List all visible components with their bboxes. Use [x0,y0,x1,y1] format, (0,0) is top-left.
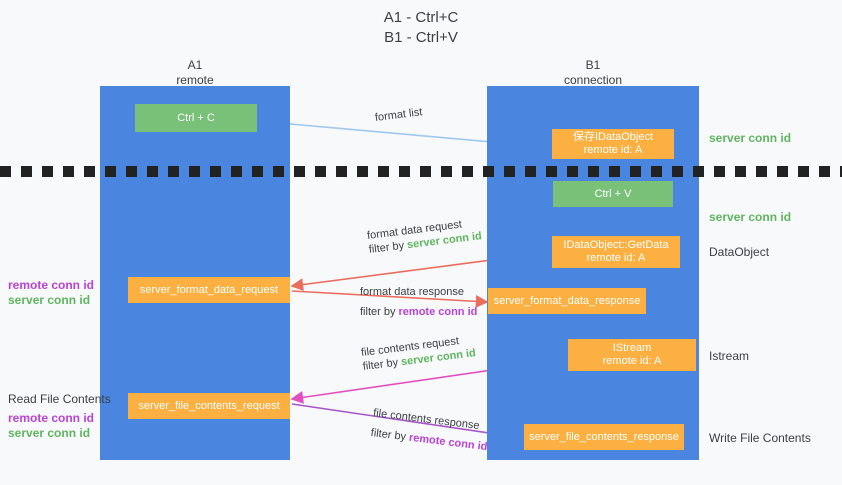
annotation-write-file-contents: Write File Contents [709,431,811,445]
annotation-server-conn-id-2: server conn id [8,426,91,440]
edge-label-format-data-response: format data response filter by remote co… [360,285,477,319]
annotation-dataobject: DataObject [709,245,770,259]
node-save-idataobject-line2: remote id: A [583,144,643,156]
node-ctrl-c[interactable]: Ctrl + C [135,104,257,132]
node-getdata-line2: remote id: A [586,252,646,264]
annotation-read-file-contents: Read File Contents [8,392,111,406]
edge-label-format-data-response-filter: filter by remote conn id [360,305,477,319]
node-save-idataobject[interactable]: 保存IDataObject remote id: A [552,129,674,159]
node-idataobject-getdata[interactable]: IDataObject::GetData remote id: A [552,236,680,268]
node-ctrl-v[interactable]: Ctrl + V [553,181,673,207]
node-istream-line1: IStream [612,342,652,354]
node-istream-line2: remote id: A [602,355,662,367]
annotation-remote-conn-id-1: remote conn id [8,278,95,292]
annotation-conn-ids-format: remote conn id server conn id [8,278,94,308]
edge-file-contents-response [291,403,525,443]
node-server-file-contents-response-label: server_file_contents_response [529,430,679,443]
node-server-file-contents-request-label: server_file_contents_request [138,399,280,412]
node-server-file-contents-request[interactable]: server_file_contents_request [128,393,290,419]
edge-label-format-data-response-line1: format data response [360,286,464,298]
filter-value-remote-conn-id: remote conn id [398,306,478,318]
node-server-file-contents-response[interactable]: server_file_contents_response [524,424,684,450]
node-getdata-line1: IDataObject::GetData [563,239,669,251]
node-server-format-data-response[interactable]: server_format_data_response [488,288,646,314]
column-a1-role: remote [176,73,214,87]
annotation-istream: Istream [709,349,750,363]
annotation-conn-ids-file: remote conn id server conn id [8,411,94,441]
filter-prefix: filter by [360,306,399,318]
clipboard-boundary-divider [0,166,842,177]
annotation-remote-conn-id-2: remote conn id [8,411,95,425]
node-server-format-data-response-label: server_format_data_response [493,294,641,307]
title-line-2: B1 - Ctrl+V [384,29,458,46]
annotation-server-conn-id-mid: server conn id [709,210,792,224]
node-ctrl-v-label: Ctrl + V [594,187,632,200]
title-line-1: A1 - Ctrl+C [383,9,459,26]
column-a1-name: A1 [187,58,203,72]
node-server-format-data-request[interactable]: server_format_data_request [128,277,290,303]
page-title: A1 - Ctrl+C B1 - Ctrl+V [0,8,842,48]
node-ctrl-c-label: Ctrl + C [177,111,215,124]
column-b1-role: connection [563,73,623,87]
node-istream[interactable]: IStream remote id: A [568,339,696,371]
edge-format-data-response [291,290,489,308]
annotation-server-conn-id-top: server conn id [709,131,792,145]
column-b1-name: B1 [585,58,601,72]
node-save-idataobject-line1: 保存IDataObject [572,131,654,143]
column-header-b1: B1 connection [487,58,699,88]
annotation-server-conn-id-1: server conn id [8,293,91,307]
node-server-format-data-request-label: server_format_data_request [139,283,279,296]
column-header-a1: A1 remote [100,58,290,88]
